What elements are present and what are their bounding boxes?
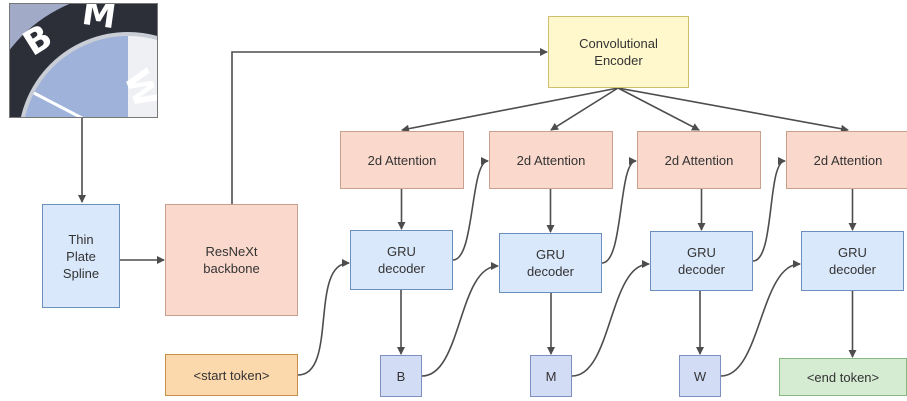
end-token-node: <end token> xyxy=(779,358,907,396)
output-token-node: B xyxy=(380,355,422,397)
gru-decoder-node: GRU decoder xyxy=(650,231,753,291)
output-to-next-gru-arrow xyxy=(571,260,650,377)
gru-decoder-node: GRU decoder xyxy=(801,231,904,291)
output-token-node: W xyxy=(679,355,721,397)
bmw-logo-crop-image: B M W xyxy=(10,4,157,117)
start-token-node: <start token> xyxy=(165,354,298,396)
start-token-to-gru-arrow xyxy=(297,259,350,376)
attention-node: 2d Attention xyxy=(340,131,464,189)
encoder-to-attention-arrow xyxy=(550,87,619,131)
attention-node: 2d Attention xyxy=(786,131,907,189)
convolutional-encoder-node: Convolutional Encoder xyxy=(548,16,689,88)
encoder-to-attention-arrow xyxy=(617,87,700,131)
gru-decoder-node: GRU decoder xyxy=(499,233,602,293)
gru-to-next-attention-arrow xyxy=(452,157,489,261)
backbone-to-encoder-arrow xyxy=(231,48,548,204)
gru-decoder-node: GRU decoder xyxy=(350,230,453,290)
attention-node: 2d Attention xyxy=(489,131,613,189)
output-to-next-gru-arrow xyxy=(720,260,801,377)
encoder-to-attention-arrow xyxy=(617,87,849,133)
encoder-to-attention-arrow xyxy=(401,87,619,133)
input-image: B M W xyxy=(9,3,158,118)
gru-to-next-attention-arrow xyxy=(752,157,786,262)
attention-node: 2d Attention xyxy=(637,131,761,189)
resnext-backbone-node: ResNeXt backbone xyxy=(165,204,298,316)
gru-to-next-attention-arrow xyxy=(601,157,637,264)
logo-letter-m: M xyxy=(80,4,119,37)
output-token-node: M xyxy=(530,355,572,397)
thin-plate-spline-node: Thin Plate Spline xyxy=(42,204,120,308)
output-to-next-gru-arrow xyxy=(421,262,499,377)
